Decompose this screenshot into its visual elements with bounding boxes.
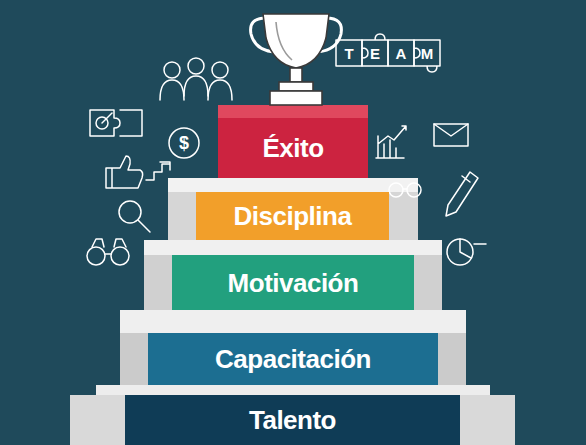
stair-step: Motivación xyxy=(172,255,414,310)
doodle-icons-part xyxy=(389,183,403,197)
doodle-icons-part xyxy=(376,126,406,158)
stair-sides-part xyxy=(218,105,368,118)
trophy-part xyxy=(263,14,329,68)
doodle-icons-part xyxy=(446,172,478,216)
stair-sides-part xyxy=(168,178,418,192)
stair-sides-part xyxy=(120,310,466,445)
stair-step: Capacitación xyxy=(148,333,438,385)
doodle-icons-part xyxy=(414,40,440,72)
doodle-icons-part xyxy=(120,110,142,136)
doodle-icons xyxy=(87,34,486,265)
doodle-icons-part xyxy=(407,183,421,197)
trophy-part xyxy=(276,22,292,60)
doodle-icons-part xyxy=(138,220,150,232)
doodle-icons-part xyxy=(106,156,143,188)
stair-step: Disciplina xyxy=(196,192,389,240)
coin-symbol: $ xyxy=(179,134,189,152)
doodle-icons-part xyxy=(208,80,232,100)
stair-sides xyxy=(70,105,515,445)
doodle-icons-part xyxy=(87,247,105,265)
puzzle-letter: M xyxy=(421,46,434,61)
stair-sides-part xyxy=(460,395,515,445)
stair-sides-part xyxy=(120,310,466,333)
doodle-icons-part xyxy=(90,110,120,136)
trophy xyxy=(251,14,342,105)
doodle-icons-part xyxy=(102,113,112,123)
step-label: Talento xyxy=(249,407,336,433)
trophy-part xyxy=(290,68,302,82)
doodle-icons-part xyxy=(403,188,407,190)
doodle-icons-part xyxy=(188,58,204,74)
doodle-icons-part xyxy=(111,247,129,265)
doodle-icons-part xyxy=(212,62,228,78)
doodle-icons-part xyxy=(146,162,170,180)
doodle-icons-part xyxy=(460,239,486,258)
stair-step: Éxito xyxy=(218,118,368,178)
puzzle-letter: T xyxy=(344,46,353,61)
stair-sides-part xyxy=(96,385,490,445)
doodle-icons-part xyxy=(184,76,208,96)
step-label: Éxito xyxy=(262,135,323,161)
doodle-icons-part xyxy=(434,124,468,146)
doodle-icons-part xyxy=(164,62,180,78)
stair-sides-part xyxy=(70,395,125,445)
doodle-icons-part xyxy=(388,40,420,66)
step-label: Motivación xyxy=(228,270,359,296)
doodle-icons-part xyxy=(160,80,184,100)
doodle-icons-part xyxy=(336,40,368,66)
stair-sides-part xyxy=(144,240,442,255)
stair-sides-part xyxy=(96,385,490,395)
doodle-icons-part xyxy=(92,239,126,254)
stair-step: Talento xyxy=(125,395,460,445)
puzzle-letter: E xyxy=(370,46,380,61)
step-label: Capacitación xyxy=(215,346,371,372)
doodle-icons-part xyxy=(169,128,199,158)
puzzle-letter: A xyxy=(396,46,407,61)
trophy-part xyxy=(270,91,322,105)
doodle-icons-part xyxy=(362,34,388,66)
step-label: Disciplina xyxy=(234,203,352,229)
trophy-part xyxy=(279,82,313,91)
doodle-icons-part xyxy=(434,124,468,136)
